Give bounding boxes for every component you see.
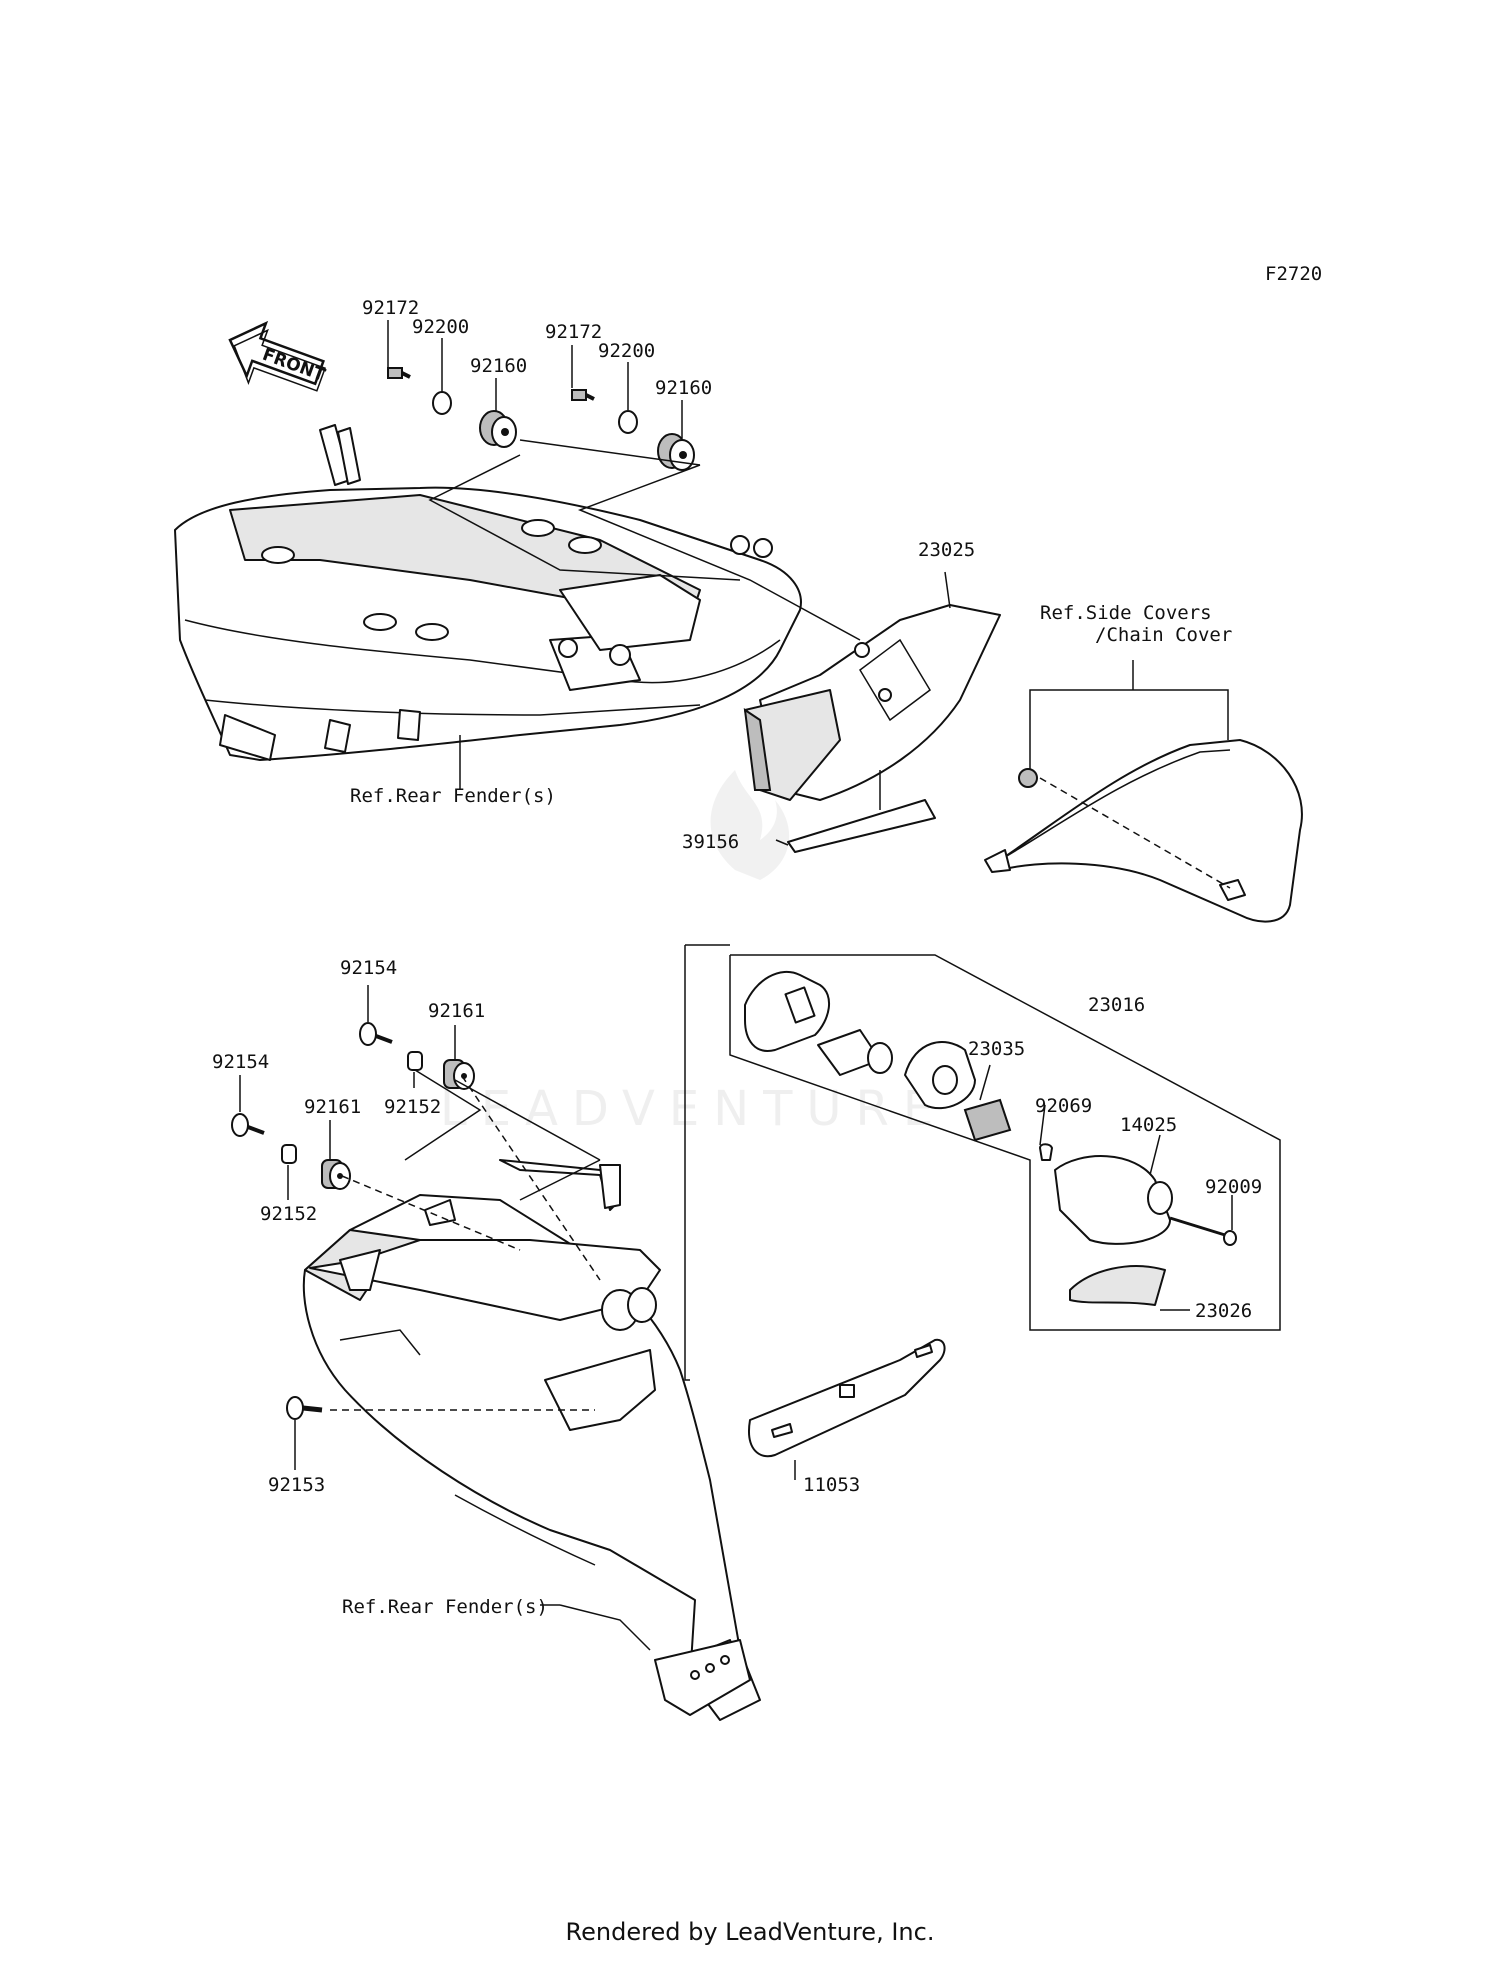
ref-rear-fender-top: Ref.Rear Fender(s) — [350, 785, 556, 807]
damper-92161-b-icon — [321, 1159, 351, 1190]
part-label-92152-a: 92152 — [384, 1096, 441, 1118]
screw-92153-icon — [286, 1396, 323, 1420]
part-label-92160-a: 92160 — [470, 355, 527, 377]
screw-92154-b-icon — [231, 1113, 265, 1137]
ref-rear-fender-bottom: Ref.Rear Fender(s) — [342, 1596, 548, 1618]
part-label-92172-b: 92172 — [545, 321, 602, 343]
part-label-14025: 14025 — [1120, 1114, 1177, 1136]
collar-92152-b-icon — [281, 1144, 297, 1164]
rendered-by-footer: Rendered by LeadVenture, Inc. — [565, 1918, 935, 1946]
part-label-92069: 92069 — [1035, 1095, 1092, 1117]
part-label-23035: 23035 — [968, 1038, 1025, 1060]
leader-lines-bottom — [239, 985, 1233, 1651]
grommet-side-cover-icon — [1018, 768, 1038, 788]
ref-side-covers-line2: /Chain Cover — [1095, 624, 1232, 646]
collar-92152-a-icon — [407, 1051, 423, 1071]
part-labels: 92172 92200 92160 92172 92200 92160 2302… — [212, 297, 1262, 1618]
rear-fender-upper-shape — [174, 424, 802, 761]
watermark-text: LEADVENTURE — [440, 1081, 947, 1137]
grommet-92160-b-icon — [657, 433, 695, 471]
screw-92172-a-icon — [387, 367, 411, 379]
part-label-23026: 23026 — [1195, 1300, 1252, 1322]
screw-92154-a-icon — [359, 1022, 393, 1046]
front-arrow-icon: FRONT — [228, 320, 328, 392]
part-label-92172-a: 92172 — [362, 297, 419, 319]
part-label-39156: 39156 — [682, 831, 739, 853]
damper-92161-a-icon — [443, 1059, 475, 1090]
watermark: LEADVENTURE — [440, 770, 947, 1137]
part-label-92154-a: 92154 — [340, 957, 397, 979]
part-label-92152-b: 92152 — [260, 1203, 317, 1225]
part-label-92153: 92153 — [268, 1474, 325, 1496]
part-label-92200-a: 92200 — [412, 316, 469, 338]
part-label-92161-a: 92161 — [428, 1000, 485, 1022]
washer-92200-a-icon — [432, 391, 452, 415]
rear-fender-lower-shape — [302, 1159, 761, 1721]
part-label-92154-b: 92154 — [212, 1051, 269, 1073]
side-cover-shape — [984, 739, 1303, 923]
tail-light-23025-shape — [743, 604, 1001, 801]
part-label-92160-b: 92160 — [655, 377, 712, 399]
screw-92172-b-icon — [571, 389, 595, 401]
leader-lines-top — [387, 320, 1229, 846]
grommet-92160-a-icon — [479, 410, 517, 448]
part-label-23025: 23025 — [918, 539, 975, 561]
license-light-assembly-23016-shape — [684, 944, 1281, 1381]
part-label-92009: 92009 — [1205, 1176, 1262, 1198]
part-label-11053: 11053 — [803, 1474, 860, 1496]
ref-side-covers-line1: Ref.Side Covers — [1040, 602, 1212, 624]
part-label-92200-b: 92200 — [598, 340, 655, 362]
part-label-92161-b: 92161 — [304, 1096, 361, 1118]
reflector-strip-39156-shape — [787, 799, 936, 853]
figure-code: F2720 — [1265, 263, 1322, 285]
license-bracket-11053-shape — [748, 1338, 946, 1458]
washer-92200-b-icon — [618, 410, 638, 434]
part-label-23016: 23016 — [1088, 994, 1145, 1016]
